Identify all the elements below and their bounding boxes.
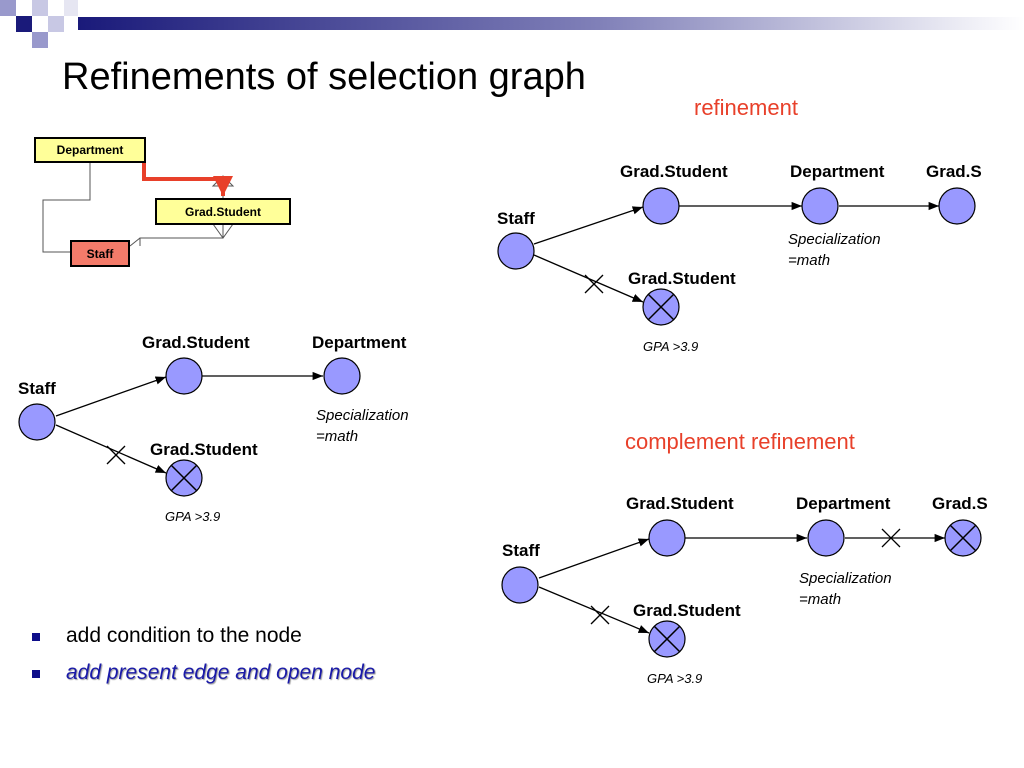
header-banner — [0, 0, 1024, 48]
complement-department-node — [807, 519, 845, 557]
left-department-node — [323, 357, 361, 395]
complement-grad-student-label: Grad.Student — [626, 494, 734, 513]
complement-edges — [538, 528, 945, 634]
slide-title: Refinements of selection graph — [62, 56, 586, 98]
refinement-gpa-condition: GPA >3.9 — [643, 339, 699, 354]
refinement-department-node — [801, 187, 839, 225]
bullet-item-emphasis: add present edge and open node — [30, 659, 375, 696]
refinement-closed-mark — [647, 293, 675, 321]
refinement-grad-s-label: Grad.S — [926, 162, 982, 181]
schema-department-box: Department — [34, 137, 146, 163]
refinement-staff-node — [497, 232, 535, 270]
complement-grad-student-closed-label: Grad.Student — [633, 601, 741, 620]
left-grad-student-node — [165, 357, 203, 395]
complement-staff-node — [501, 566, 539, 604]
left-staff-node — [18, 403, 56, 441]
refinement-heading: refinement — [694, 95, 798, 120]
complement-specialization-condition: Specialization =math — [799, 570, 892, 608]
complement-grad-student-node — [648, 519, 686, 557]
complement-gpa-condition: GPA >3.9 — [647, 671, 703, 686]
refinement-edges — [533, 201, 939, 303]
left-specialization-condition: Specialization =math — [316, 407, 409, 445]
left-department-label: Department — [312, 333, 407, 352]
left-graph-edges — [55, 371, 323, 474]
complement-closed-mark-grad-student — [653, 625, 681, 653]
refinement-staff-label: Staff — [497, 209, 535, 228]
left-closed-mark — [170, 464, 198, 492]
refinement-specialization-condition: Specialization =math — [788, 231, 881, 269]
left-grad-student-label: Grad.Student — [142, 333, 250, 352]
schema-grad-student-box: Grad.Student — [155, 198, 291, 225]
complement-heading: complement refinement — [625, 429, 855, 454]
bullet-list: add condition to the node add present ed… — [30, 622, 375, 696]
bullet-square-icon — [32, 633, 40, 641]
schema-refinement-edge — [142, 162, 233, 196]
complement-department-label: Department — [796, 494, 891, 513]
complement-closed-mark-grad-s — [949, 524, 977, 552]
refinement-grad-student-label: Grad.Student — [620, 162, 728, 181]
complement-grad-s-label: Grad.S — [932, 494, 988, 513]
left-grad-student-closed-label: Grad.Student — [150, 440, 258, 459]
bullet-item: add condition to the node — [30, 622, 375, 659]
left-staff-label: Staff — [18, 379, 56, 398]
bullet-square-icon — [32, 670, 40, 678]
refinement-grad-student-closed-label: Grad.Student — [628, 269, 736, 288]
schema-staff-box: Staff — [70, 240, 130, 267]
refinement-department-label: Department — [790, 162, 885, 181]
refinement-grad-student-node — [642, 187, 680, 225]
complement-staff-label: Staff — [502, 541, 540, 560]
refinement-grad-s-node — [938, 187, 976, 225]
left-gpa-condition: GPA >3.9 — [165, 509, 221, 524]
